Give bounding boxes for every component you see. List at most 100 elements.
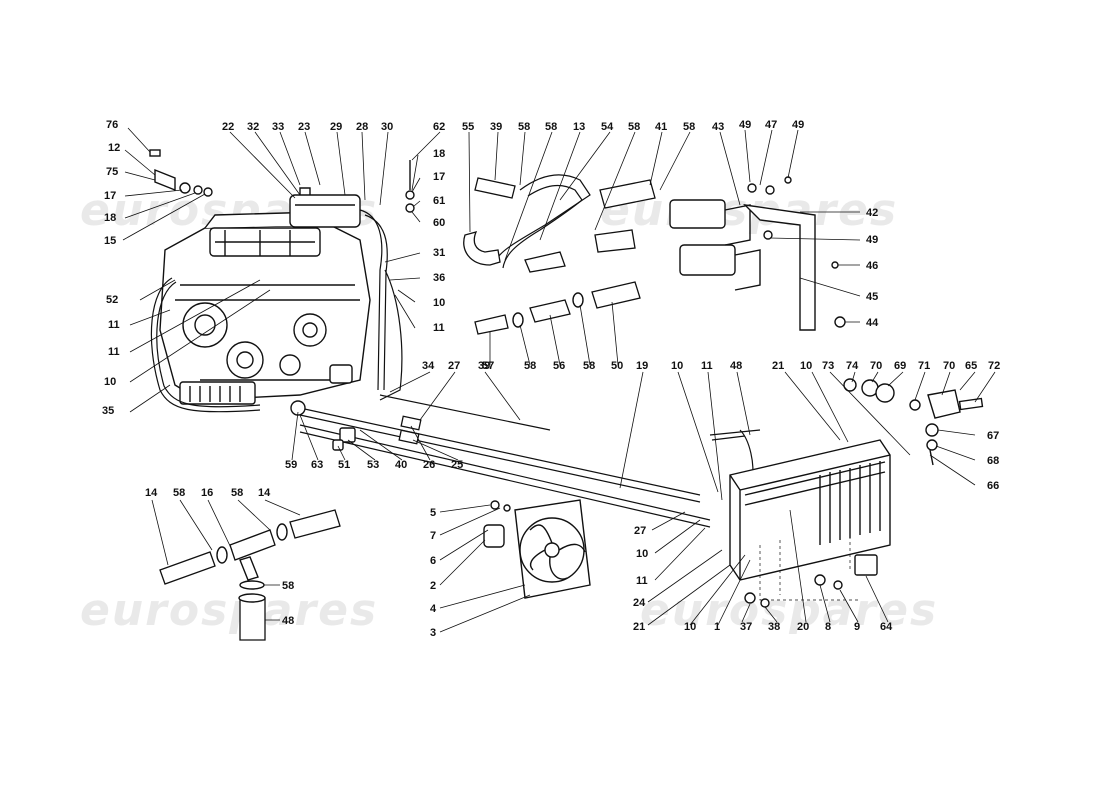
callout-21: 21 bbox=[772, 360, 784, 372]
callout-41: 41 bbox=[655, 121, 667, 133]
callout-11: 11 bbox=[108, 319, 120, 331]
callout-25: 25 bbox=[451, 459, 463, 471]
mount-bracket-right bbox=[843, 378, 984, 466]
callout-3: 3 bbox=[430, 627, 436, 639]
callout-58: 58 bbox=[231, 487, 243, 499]
callout-70: 70 bbox=[870, 360, 882, 372]
callout-13: 13 bbox=[573, 121, 585, 133]
callout-66: 66 bbox=[987, 480, 999, 492]
callout-40: 40 bbox=[395, 459, 407, 471]
callout-6: 6 bbox=[430, 555, 436, 567]
callout-17: 17 bbox=[433, 171, 445, 183]
callout-37: 37 bbox=[740, 621, 752, 633]
callout-10: 10 bbox=[636, 548, 648, 560]
callout-38: 38 bbox=[768, 621, 780, 633]
expansion-tank bbox=[289, 187, 403, 401]
callout-58: 58 bbox=[583, 360, 595, 372]
callout-21: 21 bbox=[633, 621, 645, 633]
callout-39: 39 bbox=[478, 360, 490, 372]
callout-49: 49 bbox=[866, 234, 878, 246]
callout-58: 58 bbox=[518, 121, 530, 133]
watermark: eurospares bbox=[640, 585, 938, 636]
callout-53: 53 bbox=[367, 459, 379, 471]
callout-58: 58 bbox=[545, 121, 557, 133]
callout-10: 10 bbox=[104, 376, 116, 388]
callout-58: 58 bbox=[282, 580, 294, 592]
callout-42: 42 bbox=[866, 207, 878, 219]
callout-30: 30 bbox=[381, 121, 393, 133]
callout-35: 35 bbox=[102, 405, 114, 417]
callout-14: 14 bbox=[258, 487, 271, 499]
callout-49: 49 bbox=[792, 119, 804, 131]
callout-46: 46 bbox=[866, 260, 878, 272]
callout-16: 16 bbox=[201, 487, 213, 499]
callout-14: 14 bbox=[145, 487, 158, 499]
callout-47: 47 bbox=[765, 119, 777, 131]
callout-55: 55 bbox=[462, 121, 474, 133]
callout-11: 11 bbox=[108, 346, 120, 358]
callout-54: 54 bbox=[601, 121, 614, 133]
radiator bbox=[729, 439, 891, 608]
heater-valve-assembly bbox=[463, 174, 846, 331]
callout-7: 7 bbox=[430, 530, 436, 542]
callout-58: 58 bbox=[173, 487, 185, 499]
callout-50: 50 bbox=[611, 360, 623, 372]
callout-15: 15 bbox=[104, 235, 116, 247]
callout-34: 34 bbox=[422, 360, 435, 372]
callout-58: 58 bbox=[628, 121, 640, 133]
callout-39: 39 bbox=[490, 121, 502, 133]
callout-64: 64 bbox=[880, 621, 893, 633]
watermark-layer: eurospares eurospares eurospares eurospa… bbox=[80, 185, 938, 636]
callout-19: 19 bbox=[636, 360, 648, 372]
callout-28: 28 bbox=[356, 121, 368, 133]
callout-49: 49 bbox=[739, 119, 751, 131]
callout-73: 73 bbox=[822, 360, 834, 372]
callout-62: 62 bbox=[433, 121, 445, 133]
hose-parts-row bbox=[474, 281, 641, 335]
coolant-pipes bbox=[299, 394, 761, 528]
callout-65: 65 bbox=[965, 360, 977, 372]
callout-44: 44 bbox=[866, 317, 879, 329]
pipe-clips bbox=[290, 400, 356, 451]
callout-76: 76 bbox=[106, 119, 118, 131]
callout-5: 5 bbox=[430, 507, 436, 519]
callout-45: 45 bbox=[866, 291, 878, 303]
callout-67: 67 bbox=[987, 430, 999, 442]
callout-56: 56 bbox=[553, 360, 565, 372]
callout-22: 22 bbox=[222, 121, 234, 133]
callout-48: 48 bbox=[730, 360, 742, 372]
callout-58: 58 bbox=[524, 360, 536, 372]
callout-1: 1 bbox=[714, 621, 720, 633]
callout-51: 51 bbox=[338, 459, 350, 471]
callout-75: 75 bbox=[106, 166, 118, 178]
callout-36: 36 bbox=[433, 272, 445, 284]
callout-10: 10 bbox=[684, 621, 696, 633]
callout-33: 33 bbox=[272, 121, 284, 133]
callout-29: 29 bbox=[330, 121, 342, 133]
callout-59: 59 bbox=[285, 459, 297, 471]
callout-60: 60 bbox=[433, 217, 445, 229]
callout-32: 32 bbox=[247, 121, 259, 133]
leader-lines bbox=[122, 127, 996, 633]
callout-2: 2 bbox=[430, 580, 436, 592]
callout-18: 18 bbox=[433, 148, 445, 160]
callout-10: 10 bbox=[671, 360, 683, 372]
callout-10: 10 bbox=[433, 297, 445, 309]
callout-11: 11 bbox=[433, 322, 445, 334]
callout-17: 17 bbox=[104, 190, 116, 202]
cooling-fan bbox=[483, 499, 591, 599]
callout-43: 43 bbox=[712, 121, 724, 133]
callout-31: 31 bbox=[433, 247, 445, 259]
watermark: eurospares bbox=[80, 585, 378, 636]
callout-48: 48 bbox=[282, 615, 294, 627]
callout-27: 27 bbox=[448, 360, 460, 372]
callout-9: 9 bbox=[854, 621, 860, 633]
callout-27: 27 bbox=[634, 525, 646, 537]
callout-70: 70 bbox=[943, 360, 955, 372]
callout-61: 61 bbox=[433, 195, 445, 207]
callout-11: 11 bbox=[701, 360, 713, 372]
engine-assembly bbox=[150, 211, 371, 413]
callout-52: 52 bbox=[106, 294, 118, 306]
callout-24: 24 bbox=[633, 597, 646, 609]
